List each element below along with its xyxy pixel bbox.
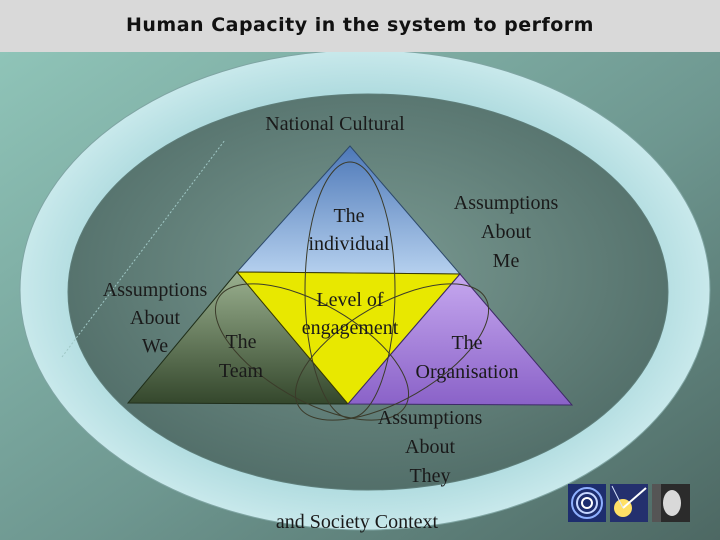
right-triangle <box>346 273 574 406</box>
national-cultural-label: National Cultural <box>265 113 405 135</box>
assumptions-about-me-label: Assumptions About Me <box>453 192 559 272</box>
title-bar: Human Capacity in the system to perform <box>0 0 720 52</box>
assumptions-about-we-label: Assumptions About We <box>102 279 208 357</box>
assumptions-about-they-label: Assumptions About They <box>377 407 483 487</box>
organisation-loop <box>294 283 490 421</box>
society-context-label: and Society Context <box>275 511 439 533</box>
slide-title: Human Capacity in the system to perform <box>126 14 594 36</box>
face-portrait-logo-icon <box>652 484 690 522</box>
the-team-label: The Team <box>218 331 264 382</box>
decorative-line <box>61 139 226 358</box>
team-loop <box>214 283 410 421</box>
diagram-svg <box>0 52 720 540</box>
light-burst-logo-icon <box>610 484 648 522</box>
logo-strip <box>568 484 690 522</box>
level-of-engagement-label: Level of engagement <box>301 289 399 339</box>
the-individual-label: The individual <box>308 205 390 255</box>
diagram-stage: National Cultural The individual Assumpt… <box>0 52 720 540</box>
spiral-logo-icon <box>568 484 606 522</box>
the-organisation-label: The Organisation <box>415 332 519 383</box>
